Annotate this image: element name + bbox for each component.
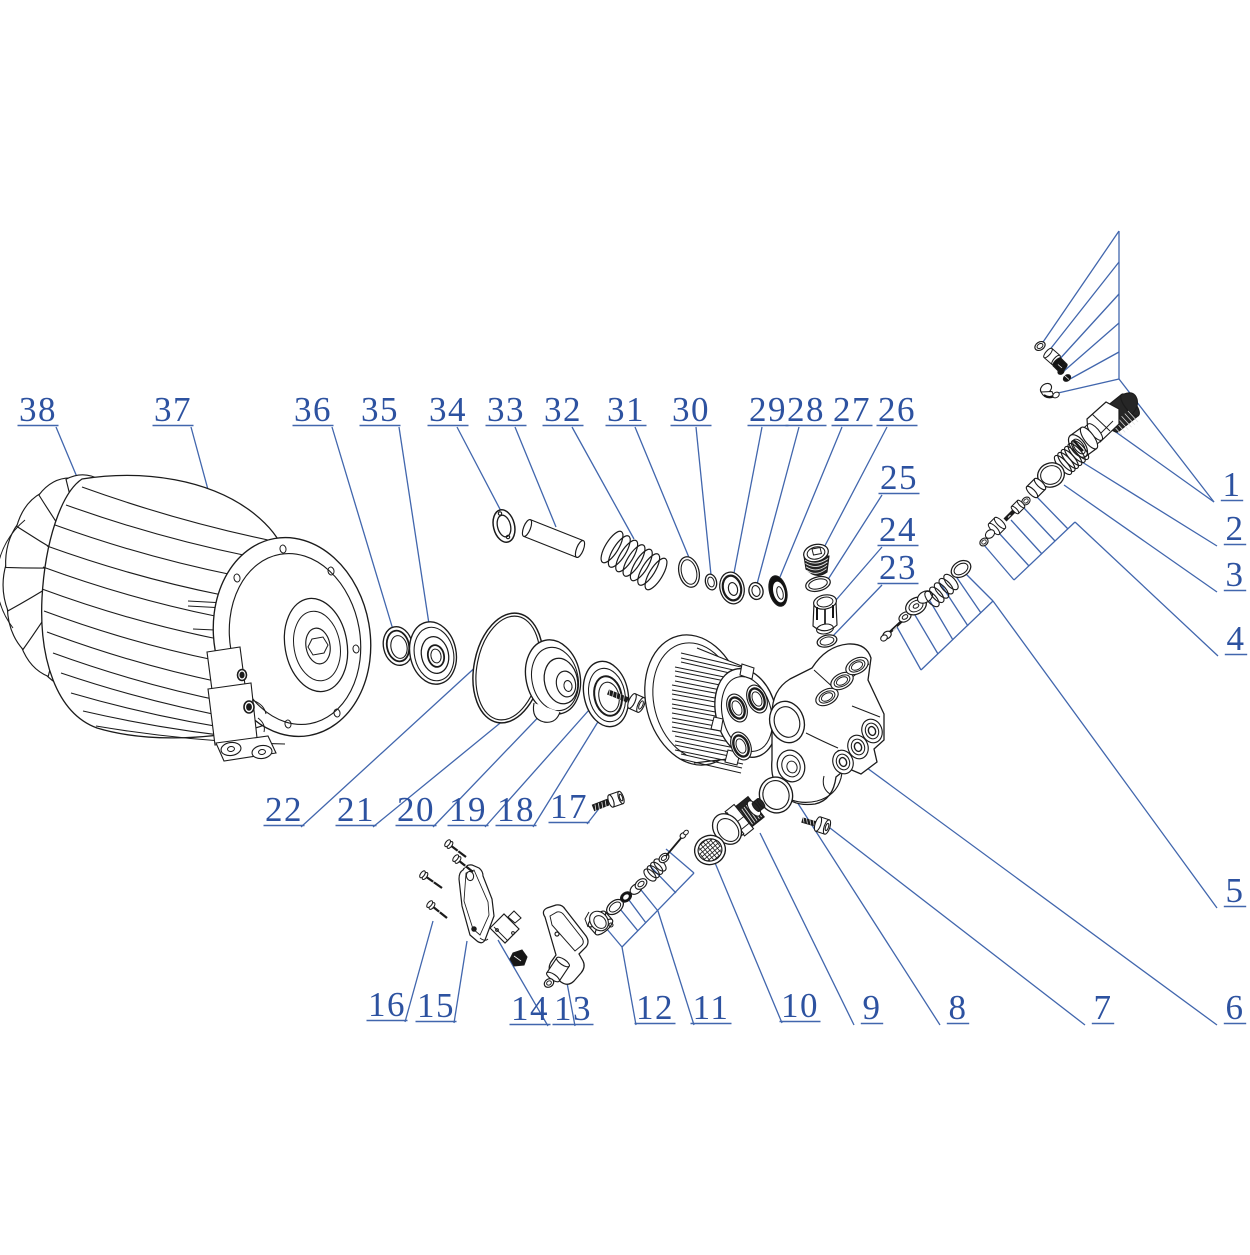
svg-text:37: 37 <box>154 390 192 429</box>
svg-text:23: 23 <box>879 548 917 587</box>
svg-text:22: 22 <box>265 790 303 829</box>
svg-text:11: 11 <box>693 988 730 1027</box>
svg-text:25: 25 <box>880 458 918 497</box>
svg-text:8: 8 <box>949 988 968 1027</box>
svg-text:3: 3 <box>1226 555 1245 594</box>
svg-text:15: 15 <box>417 986 455 1025</box>
svg-text:5: 5 <box>1226 871 1245 910</box>
svg-text:14: 14 <box>511 989 549 1028</box>
svg-text:35: 35 <box>361 390 399 429</box>
svg-text:27: 27 <box>833 390 871 429</box>
svg-text:24: 24 <box>879 510 917 549</box>
svg-text:10: 10 <box>781 986 819 1025</box>
svg-text:26: 26 <box>878 390 916 429</box>
svg-text:2: 2 <box>1226 509 1245 548</box>
svg-text:12: 12 <box>636 988 674 1027</box>
svg-text:13: 13 <box>554 989 592 1028</box>
svg-text:32: 32 <box>544 390 582 429</box>
svg-text:38: 38 <box>19 390 57 429</box>
svg-text:16: 16 <box>368 985 406 1024</box>
svg-text:19: 19 <box>449 790 487 829</box>
svg-text:31: 31 <box>607 390 645 429</box>
svg-text:30: 30 <box>672 390 710 429</box>
svg-text:36: 36 <box>294 390 332 429</box>
svg-text:28: 28 <box>787 390 825 429</box>
svg-text:1: 1 <box>1223 465 1242 504</box>
svg-text:20: 20 <box>397 790 435 829</box>
svg-text:6: 6 <box>1226 988 1245 1027</box>
svg-text:7: 7 <box>1094 988 1113 1027</box>
svg-text:33: 33 <box>487 390 525 429</box>
svg-text:21: 21 <box>337 790 375 829</box>
svg-text:18: 18 <box>497 790 535 829</box>
svg-text:9: 9 <box>863 988 882 1027</box>
svg-text:17: 17 <box>550 787 588 826</box>
svg-text:34: 34 <box>429 390 467 429</box>
svg-text:4: 4 <box>1227 619 1246 658</box>
svg-text:29: 29 <box>749 390 787 429</box>
